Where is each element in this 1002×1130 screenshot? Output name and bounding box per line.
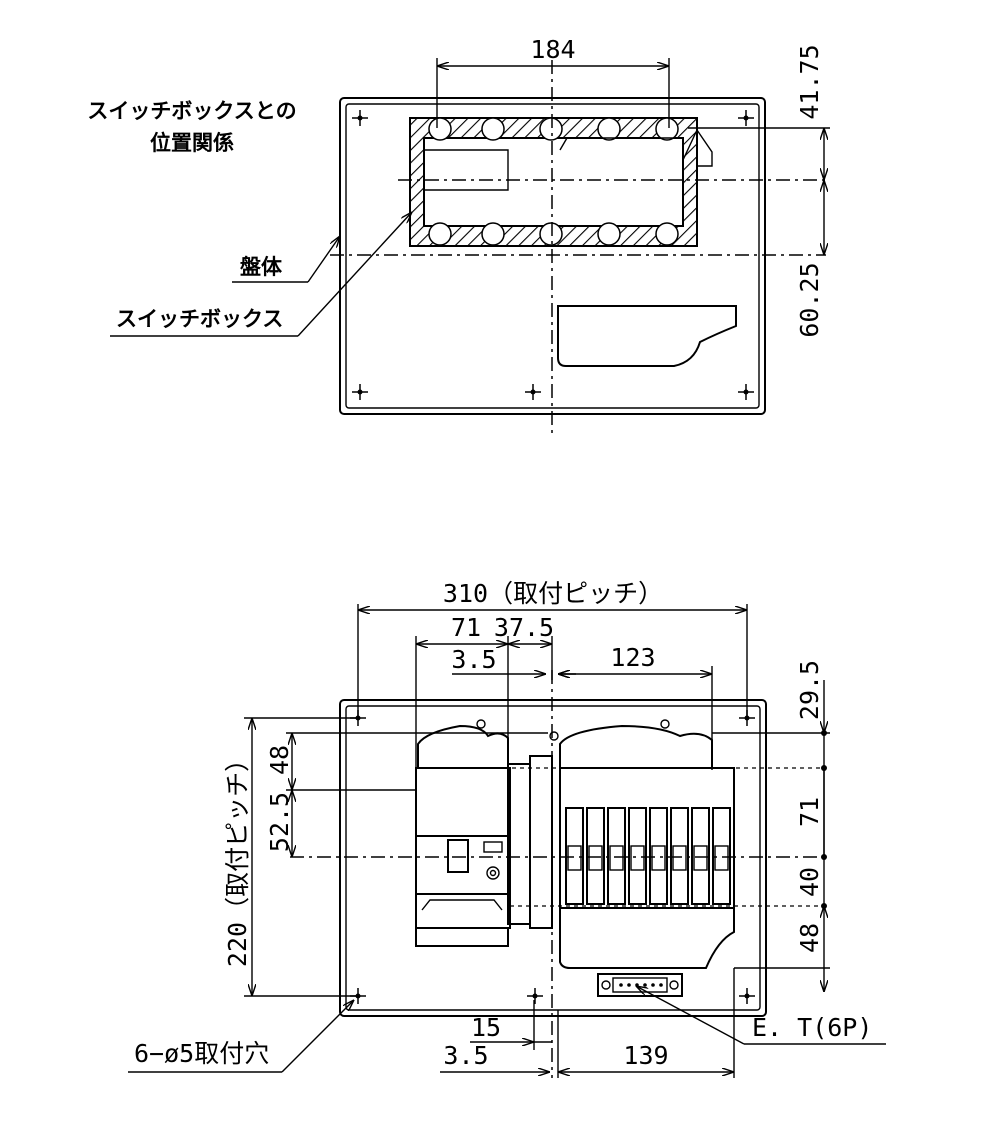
dim-3-5-bot: 3.5 xyxy=(443,1041,488,1070)
dim-184: 184 xyxy=(530,35,575,64)
knockouts xyxy=(428,117,679,246)
dim-60-25: 60.25 xyxy=(795,262,824,337)
label-switch-box: スイッチボックス xyxy=(116,307,283,331)
label-et: E. T(6P) xyxy=(752,1013,872,1042)
dim-310: 310（取付ピッチ） xyxy=(443,579,663,608)
leader-panel-body xyxy=(307,236,340,283)
top-title-line2: 位置関係 xyxy=(150,131,234,155)
mount-hole-icon xyxy=(737,383,755,401)
dim-220: 220（取付ピッチ） xyxy=(223,747,252,967)
bottom-view: 310（取付ピッチ） 71 37.5 3.5 123 29.5 71 40 48… xyxy=(128,579,886,1078)
dim-123: 123 xyxy=(610,643,655,672)
top-title-line1: スイッチボックスとの xyxy=(87,99,296,123)
mount-hole-icon xyxy=(351,383,369,401)
dim-29-5: 29.5 xyxy=(795,660,824,720)
mount-hole-icon xyxy=(738,987,756,1005)
mount-hole-icon xyxy=(524,383,542,401)
breaker-outline-right xyxy=(559,128,713,167)
main-breaker xyxy=(415,719,553,947)
dim-r48: 48 xyxy=(795,923,824,953)
dim-r71: 71 xyxy=(795,797,824,827)
lower-component xyxy=(557,305,737,367)
leader-switch-box xyxy=(297,212,412,337)
mount-hole-icon xyxy=(351,109,369,127)
dim-15: 15 xyxy=(471,1013,501,1042)
label-panel-body: 盤体 xyxy=(240,255,283,279)
dim-71-top: 71 xyxy=(451,613,481,642)
branch-breakers xyxy=(549,719,735,969)
mount-hole-icon xyxy=(526,987,544,1005)
breaker-outline-left xyxy=(424,149,509,191)
dim-139: 139 xyxy=(623,1041,668,1070)
bottom-panel-inner xyxy=(345,705,761,1011)
dim-37-5: 37.5 xyxy=(494,613,554,642)
mount-hole-icon xyxy=(737,109,755,127)
dim-l52-5: 52.5 xyxy=(265,792,294,852)
label-mount-holes: 6−ø5取付穴 xyxy=(134,1039,269,1068)
breaker-units xyxy=(565,807,731,905)
leader-et xyxy=(636,986,745,1045)
et-terminal xyxy=(597,973,683,997)
leader-mount-holes xyxy=(281,1000,354,1073)
top-panel-inner xyxy=(345,103,760,409)
dim-l48: 48 xyxy=(265,745,294,775)
dim-r40: 40 xyxy=(795,867,824,897)
dim-41-75: 41.75 xyxy=(795,44,824,119)
bottom-panel-outer xyxy=(339,699,767,1017)
dim-3-5-top: 3.5 xyxy=(451,645,496,674)
top-view: 184 41.75 60.25 スイッチボックスとの 位置関係 盤体 スイッチボ… xyxy=(87,35,830,438)
